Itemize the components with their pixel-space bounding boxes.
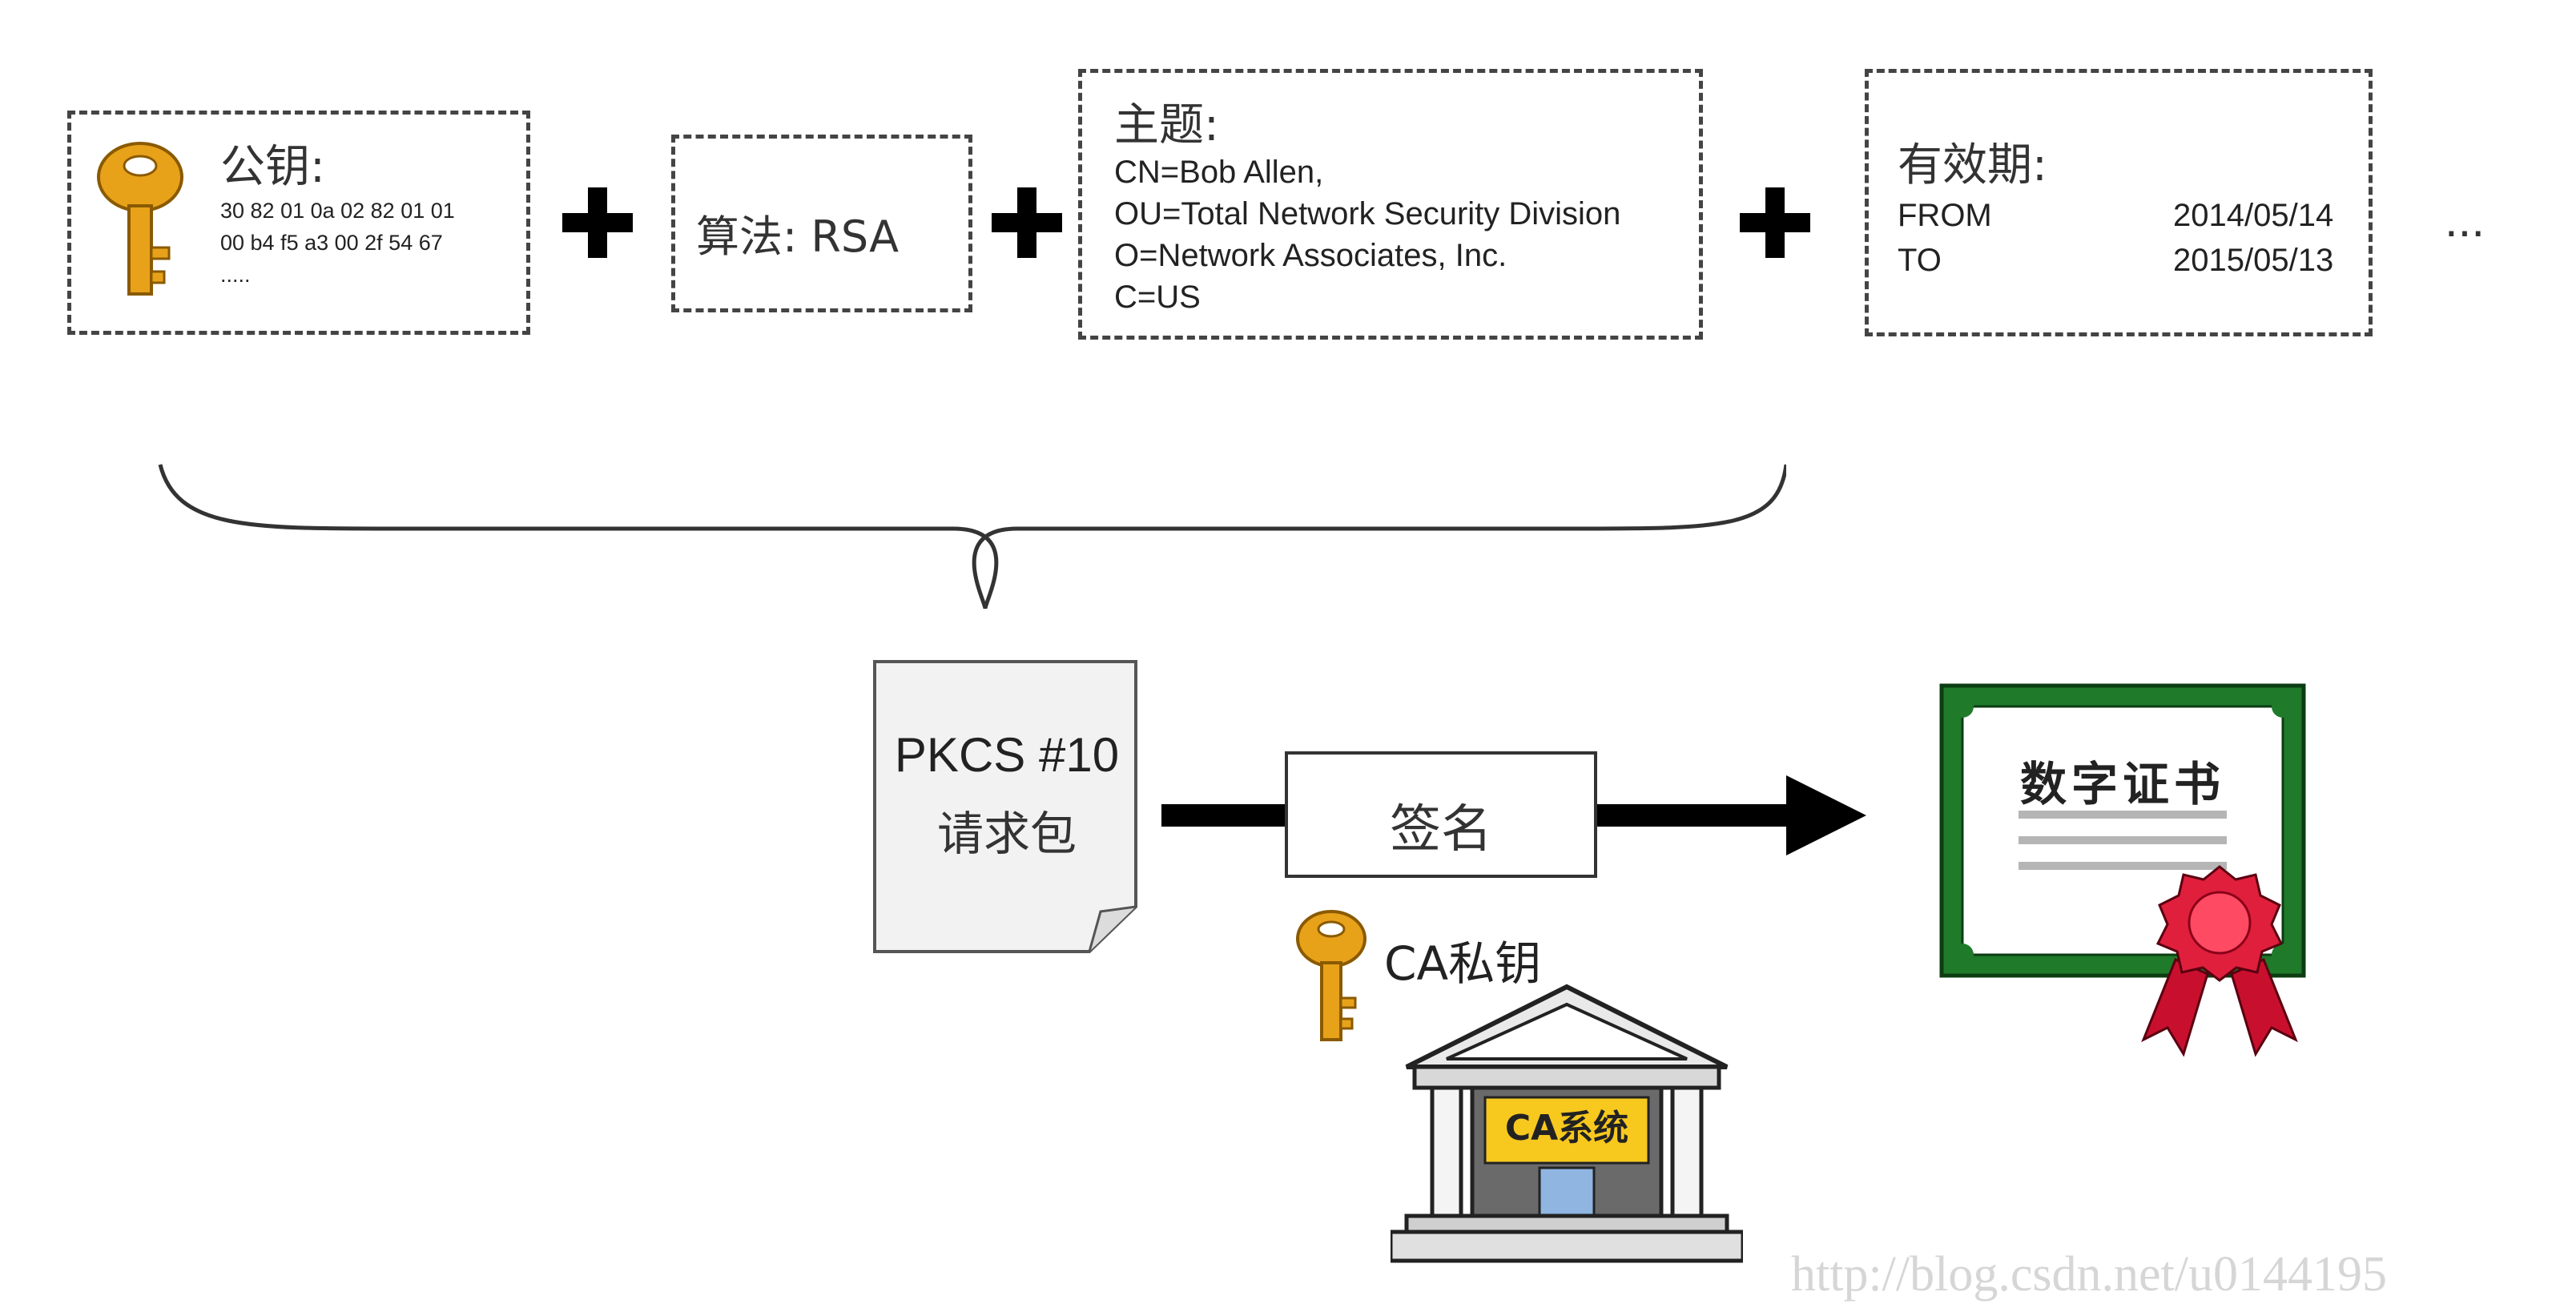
arrow-head-icon (1786, 775, 1866, 855)
ellipsis: ... (2445, 193, 2485, 247)
seal-ribbon-icon (2141, 865, 2298, 1057)
certificate-title: 数字证书 (2019, 757, 2225, 811)
watermark-text: http://blog.csdn.net/u0144195 (1791, 1247, 2387, 1302)
pkcs10-line-2: 请求包 (936, 807, 1077, 861)
algorithm-box: 算法: RSA (671, 135, 972, 312)
public-key-line-3: ..... (220, 263, 251, 287)
public-key-line-1: 30 82 01 0a 02 82 01 01 (220, 199, 455, 223)
validity-to-value: 2015/05/13 (2173, 243, 2334, 278)
sign-box: 签名 (1285, 751, 1597, 878)
validity-box: 有效期: FROM 2014/05/14 TO 2015/05/13 (1865, 69, 2373, 336)
subject-line-2: OU=Total Network Security Division (1114, 196, 1621, 231)
public-key-box: 公钥: 30 82 01 0a 02 82 01 01 00 b4 f5 a3 … (67, 111, 530, 335)
validity-from-value: 2014/05/14 (2173, 198, 2334, 233)
algorithm-label: 算法: RSA (696, 211, 900, 262)
grouping-brace (158, 464, 1786, 610)
sign-label: 签名 (1390, 800, 1492, 859)
ca-key-label: CA私钥 (1384, 936, 1542, 991)
plus-icon-1 (562, 187, 633, 258)
plus-icon-3 (1740, 187, 1810, 258)
ca-system-label: CA系统 (1504, 1108, 1629, 1149)
ca-building-icon (1391, 984, 1743, 1263)
validity-to-label: TO (1898, 243, 1942, 278)
public-key-title: 公钥: (220, 141, 325, 193)
plus-icon-2 (992, 187, 1062, 258)
subject-box: 主题: CN=Bob Allen, OU=Total Network Secur… (1078, 69, 1703, 340)
validity-from-label: FROM (1898, 198, 1992, 233)
pkcs10-line-1: PKCS #10 (894, 728, 1120, 782)
pkcs10-document-icon (873, 660, 1137, 953)
subject-line-1: CN=Bob Allen, (1114, 155, 1324, 190)
ca-key-icon (1296, 910, 1366, 1041)
key-icon (97, 142, 183, 296)
subject-title: 主题: (1114, 99, 1219, 151)
validity-title: 有效期: (1898, 139, 2047, 191)
subject-line-4: C=US (1114, 280, 1201, 315)
public-key-line-2: 00 b4 f5 a3 00 2f 54 67 (220, 231, 443, 255)
subject-line-3: O=Network Associates, Inc. (1114, 238, 1507, 273)
